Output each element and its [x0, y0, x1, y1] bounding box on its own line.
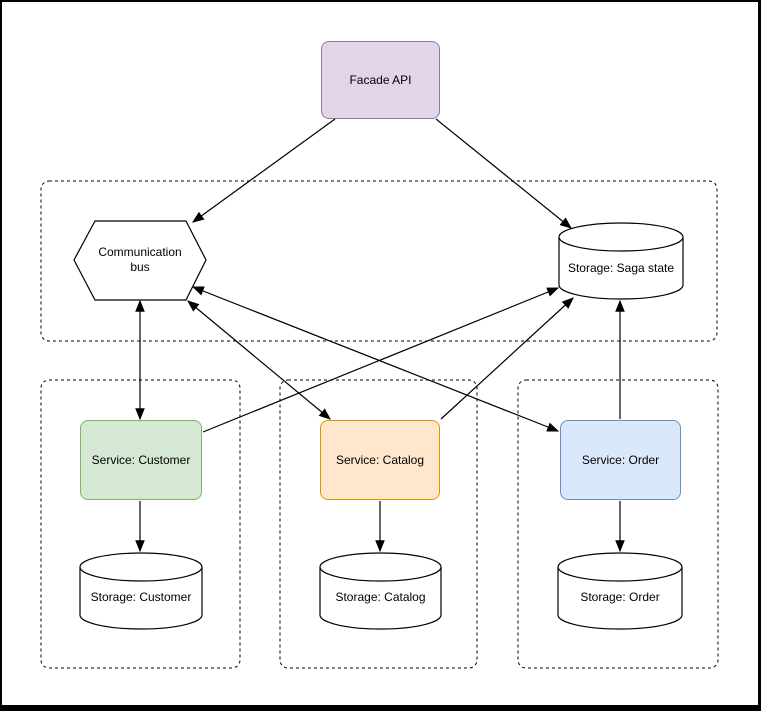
node-service-catalog: Service: Catalog: [320, 420, 440, 500]
node-communication-bus-label: Communication bus: [98, 245, 182, 274]
node-service-customer: Service: Customer: [80, 420, 202, 500]
node-storage-catalog-label: Storage: Catalog: [335, 589, 426, 604]
node-storage-saga-state-label: Storage: Saga state: [567, 260, 675, 275]
node-storage-order-label: Storage: Order: [580, 589, 660, 604]
node-service-catalog-label: Service: Catalog: [335, 452, 425, 467]
node-facade-api-label: Facade API: [349, 72, 412, 87]
node-service-order-label: Service: Order: [581, 452, 660, 467]
node-service-order: Service: Order: [560, 420, 681, 500]
node-storage-customer-label: Storage: Customer: [90, 589, 192, 604]
node-facade-api: Facade API: [321, 41, 440, 119]
node-service-customer-label: Service: Customer: [91, 452, 191, 467]
